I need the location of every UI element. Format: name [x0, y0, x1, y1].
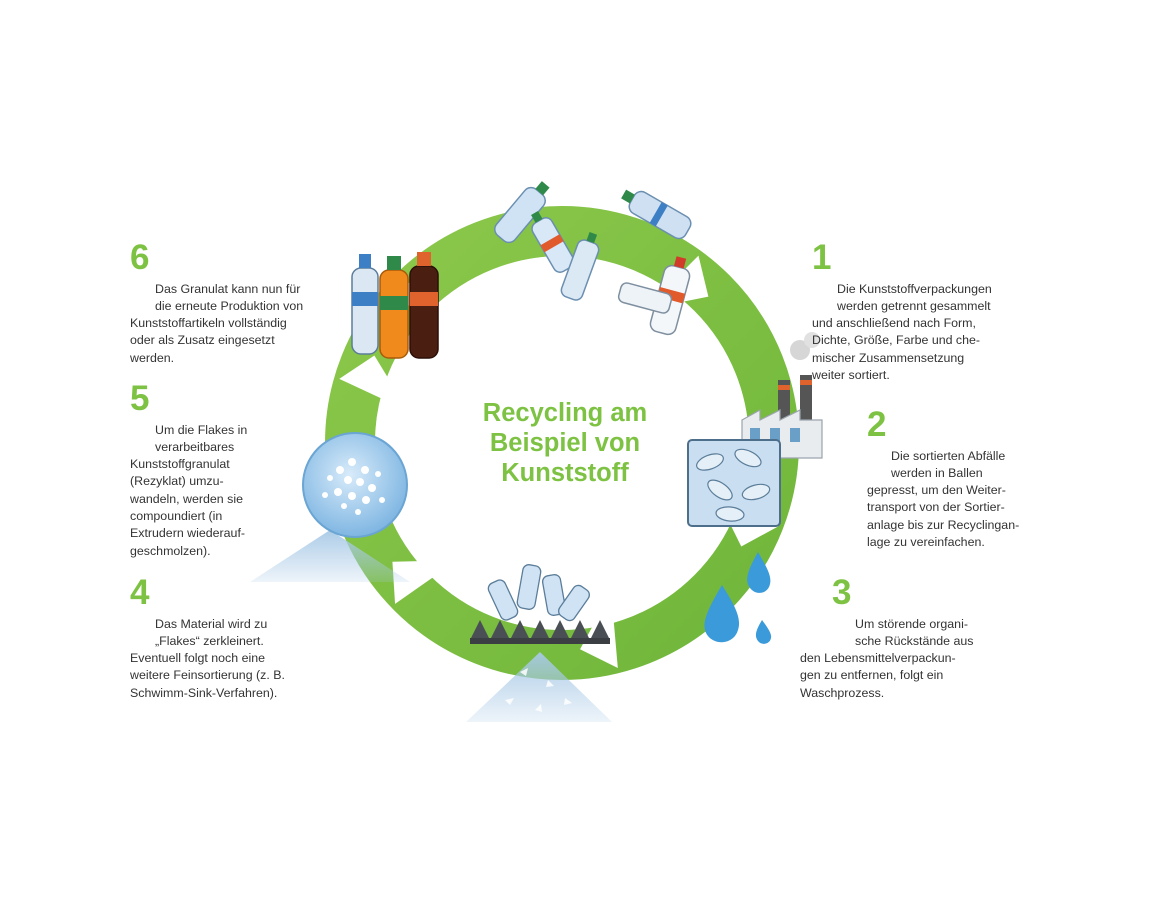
- step-4: 4 Das Material wird zu „Flakes“ zerklein…: [130, 575, 350, 719]
- step-1-text: Die Kunststoffverpackungen werden getren…: [812, 281, 992, 383]
- step-6: 6 Das Granulat kann nun für die erneute …: [130, 240, 350, 384]
- step-5: 5 Um die Flakes in verarbeitbares Kunsts…: [130, 381, 330, 577]
- step-2: 2 Die sortierten Abfälle werden in Balle…: [867, 407, 1067, 569]
- step-3-text: Um störende organi- sche Rückstände aus …: [800, 616, 974, 700]
- number-spacer: [130, 422, 155, 456]
- step-1-number: 1: [812, 238, 832, 277]
- step-1: 1 Die Kunststoffverpackungen werden getr…: [812, 240, 1042, 402]
- shredder-flakes-icon: [466, 564, 612, 722]
- step-4-text: Das Material wird zu „Flakes“ zerkleiner…: [130, 616, 285, 700]
- number-spacer: [867, 448, 891, 482]
- number-spacer: [130, 281, 155, 315]
- step-2-number: 2: [867, 405, 887, 444]
- step-5-number: 5: [130, 379, 150, 418]
- number-spacer: [812, 281, 837, 315]
- number-spacer: [130, 616, 155, 650]
- step-6-text: Das Granulat kann nun für die erneute Pr…: [130, 281, 304, 365]
- water-drops-icon: [704, 552, 772, 644]
- step-5-text: Um die Flakes in verarbeitbares Kunststo…: [130, 422, 248, 558]
- diagram-title: Recycling am Beispiel von Kunststoff: [482, 399, 648, 487]
- number-spacer: [800, 616, 855, 650]
- step-2-text: Die sortierten Abfälle werden in Ballen …: [867, 448, 1020, 550]
- granulate-icon: [250, 432, 410, 582]
- step-3-number: 3: [832, 573, 852, 612]
- arrowhead-bottom-left: [392, 560, 458, 604]
- step-4-number: 4: [130, 573, 150, 612]
- arrowhead-left: [339, 355, 409, 411]
- step-6-number: 6: [130, 238, 150, 277]
- sorted-bottles-icon: [494, 181, 692, 336]
- factory-bale-icon: [687, 332, 823, 527]
- new-bottles-icon: [351, 252, 439, 359]
- step-3: 3 Um störende organi- sche Rückstände au…: [800, 575, 1000, 719]
